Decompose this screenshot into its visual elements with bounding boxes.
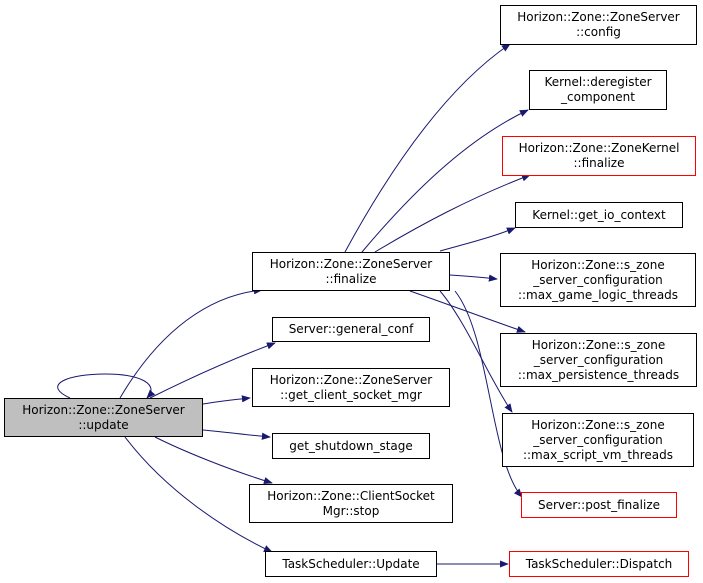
node-label-line: ::finalize <box>325 271 377 286</box>
node-label-line: Horizon::Zone::ZoneServer <box>269 256 433 271</box>
node-label-line: Horizon::Zone::ZoneServer <box>269 372 433 387</box>
node-kernel-get-io-context[interactable]: Kernel::get_io_context <box>515 202 683 228</box>
node-client-socket-mgr-stop[interactable]: Horizon::Zone::ClientSocket Mgr::stop <box>249 484 453 523</box>
node-label-line: ::get_client_socket_mgr <box>280 387 422 402</box>
node-label-line: TaskScheduler::Update <box>282 556 420 571</box>
edge-root-get-shutdown-stage <box>202 429 271 440</box>
edge-finalize-get-io-context <box>439 227 516 252</box>
node-label-line: ::update <box>78 417 129 432</box>
node-get-shutdown-stage[interactable]: get_shutdown_stage <box>272 433 430 459</box>
edge-finalize-deregister <box>361 109 529 253</box>
node-label-line: ::max_persistence_threads <box>517 367 680 382</box>
node-label-line: get_shutdown_stage <box>289 438 413 453</box>
node-label-line: Server::general_conf <box>288 322 414 336</box>
node-get-client-socket-mgr[interactable]: Horizon::Zone::ZoneServer ::get_client_s… <box>252 368 450 407</box>
node-label-line: ::max_script_vm_threads <box>522 447 674 462</box>
node-label-line: Kernel::deregister <box>544 75 652 89</box>
edge-finalize-max-persistence <box>409 290 526 333</box>
node-max-game-logic-threads[interactable]: Horizon::Zone::s_zone _server_configurat… <box>500 253 696 307</box>
node-label-line: Horizon::Zone::ZoneServer <box>517 10 680 24</box>
node-max-script-vm-threads[interactable]: Horizon::Zone::s_zone _server_configurat… <box>502 413 694 467</box>
edge-root-get-client-socket-mgr <box>202 395 251 405</box>
node-zoneserver-finalize[interactable]: Horizon::Zone::ZoneServer ::finalize <box>252 252 450 291</box>
node-label-line: _server_configuration <box>533 272 663 287</box>
edge-finalize-max-game-logic <box>449 274 498 282</box>
edge-root-general-conf <box>149 342 276 399</box>
node-label-line: Server::post_finalize <box>537 497 660 512</box>
node-label-line: Kernel::get_io_context <box>532 207 666 222</box>
edge-root-task-update <box>124 436 273 553</box>
node-zoneserver-config[interactable]: Horizon::Zone::ZoneServer ::config <box>500 5 697 45</box>
edge-root-client-socket-mgr-stop <box>154 436 273 485</box>
node-label-line: Horizon::Zone::s_zone <box>531 417 665 432</box>
node-kernel-deregister-component[interactable]: Kernel::deregister _component <box>529 70 667 110</box>
node-zonekernel-finalize[interactable]: Horizon::Zone::ZoneKernel ::finalize <box>502 136 696 176</box>
edge-finalize-zonekernel-finalize <box>374 174 531 253</box>
edge-finalize-max-script-vm <box>439 290 513 413</box>
node-label-line: Horizon::Zone::s_zone <box>531 257 665 272</box>
node-label-line: Horizon::Zone::ZoneKernel <box>518 141 680 155</box>
node-label-line: TaskScheduler::Dispatch <box>525 556 673 571</box>
node-task-scheduler-dispatch[interactable]: TaskScheduler::Dispatch <box>509 551 689 577</box>
node-label-line: ::max_game_logic_threads <box>517 287 679 302</box>
node-label-line: ::finalize <box>573 156 625 170</box>
node-label-line: Mgr::stop <box>322 503 380 518</box>
node-label-line: _server_configuration <box>533 352 664 367</box>
edge-finalize-config <box>344 43 511 253</box>
node-max-persistence-threads[interactable]: Horizon::Zone::s_zone _server_configurat… <box>500 333 697 387</box>
node-zoneserver-update: Horizon::Zone::ZoneServer ::update <box>4 398 203 437</box>
node-task-scheduler-update[interactable]: TaskScheduler::Update <box>265 551 437 577</box>
node-label-line: Horizon::Zone::ClientSocket <box>267 488 435 503</box>
node-label-line: Horizon::Zone::ZoneServer <box>22 402 185 417</box>
node-label-line: ::config <box>576 25 621 39</box>
node-label-line: _component <box>561 90 635 104</box>
node-label-line: _server_configuration <box>533 432 663 447</box>
node-server-general-conf[interactable]: Server::general_conf <box>272 317 430 342</box>
edge-root-finalize <box>119 287 263 399</box>
edge-finalize-post-finalize <box>454 290 523 498</box>
node-server-post-finalize[interactable]: Server::post_finalize <box>521 492 677 518</box>
node-label-line: Horizon::Zone::s_zone <box>531 337 666 352</box>
edge-root-self <box>57 373 156 399</box>
